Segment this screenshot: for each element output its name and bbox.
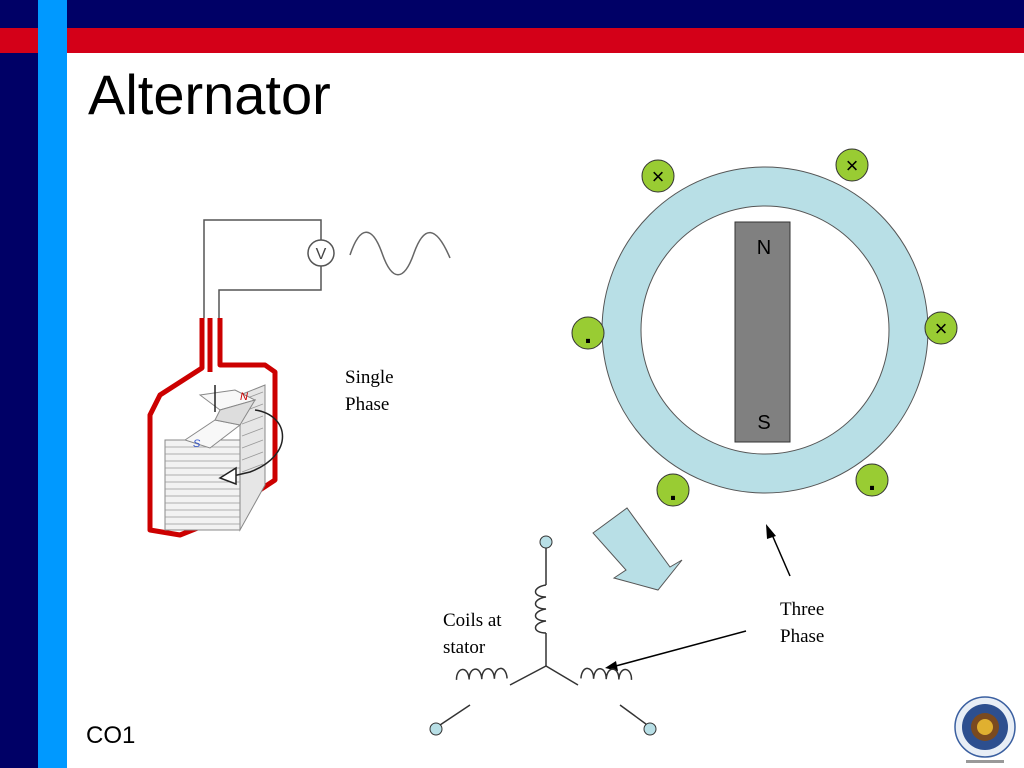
three-phase-pointer-arrows [605, 524, 791, 671]
slide-title: Alternator [88, 63, 331, 126]
pointer-line-coils [611, 630, 747, 668]
three-phase-line-2: Phase [780, 626, 825, 647]
armature-coil [164, 384, 266, 532]
dot-icon: . [868, 465, 876, 496]
three-phase-line-1: Three [780, 599, 825, 620]
sine-wave-icon [349, 231, 451, 276]
magnet-pole-n: N [240, 391, 248, 403]
three-phase-label: Three Phase [780, 596, 824, 650]
left-frame-light [38, 0, 67, 768]
dot-icon: . [584, 318, 592, 349]
coils-label-line-1: Coils at [443, 610, 502, 631]
terminal-dot-3: . [855, 463, 889, 497]
circuit-wire-bottom [218, 266, 322, 318]
cross-icon: × [935, 316, 948, 341]
cross-icon: × [652, 164, 665, 189]
coil-top [534, 584, 547, 634]
institution-logo [954, 696, 1016, 763]
top-frame-dark [67, 0, 1024, 28]
magnet-south-label: S [757, 412, 770, 434]
single-phase-generator: V [147, 219, 451, 538]
rotation-arrowhead-icon [218, 466, 237, 486]
bar-magnet: N S [734, 221, 791, 443]
top-frame-red [0, 28, 1024, 53]
star-connected-coils [436, 548, 651, 728]
coils-label-line-2: stator [443, 637, 486, 658]
terminal-cross-1: × [641, 159, 675, 193]
pointer-line-ring [769, 529, 791, 577]
coil-right [580, 667, 633, 680]
coil-terminal-left [429, 722, 443, 736]
coil-terminal-top [539, 535, 553, 549]
circuit-wire-top [203, 219, 322, 318]
footer-code: CO1 [86, 722, 136, 749]
voltmeter: V [307, 239, 335, 267]
terminal-cross-3: × [924, 311, 958, 345]
block-arrow-icon [592, 507, 683, 591]
left-frame-dark [0, 0, 38, 768]
voltmeter-circle [307, 239, 335, 267]
coils-at-stator-label: Coils at stator [443, 607, 502, 661]
terminal-cross-2: × [835, 148, 869, 182]
single-phase-line-2: Phase [345, 394, 390, 415]
arrowhead-icon [766, 524, 776, 539]
arrowhead-icon [605, 661, 618, 671]
magnet-pole-s: S [193, 438, 201, 450]
coil-terminal-right [643, 722, 657, 736]
rotating-magnet: N S [183, 385, 257, 450]
single-phase-line-1: Single [345, 367, 394, 388]
single-phase-label: Single Phase [345, 364, 394, 418]
coil-left [455, 667, 508, 680]
dot-icon: . [669, 475, 677, 506]
magnet-north-label: N [757, 237, 771, 259]
cross-icon: × [846, 153, 859, 178]
terminal-dot-2: . [656, 473, 690, 507]
voltmeter-label: V [316, 246, 327, 263]
top-frame-light [38, 28, 67, 53]
terminal-dot-1: . [571, 316, 605, 350]
rotation-arrow [232, 409, 284, 477]
